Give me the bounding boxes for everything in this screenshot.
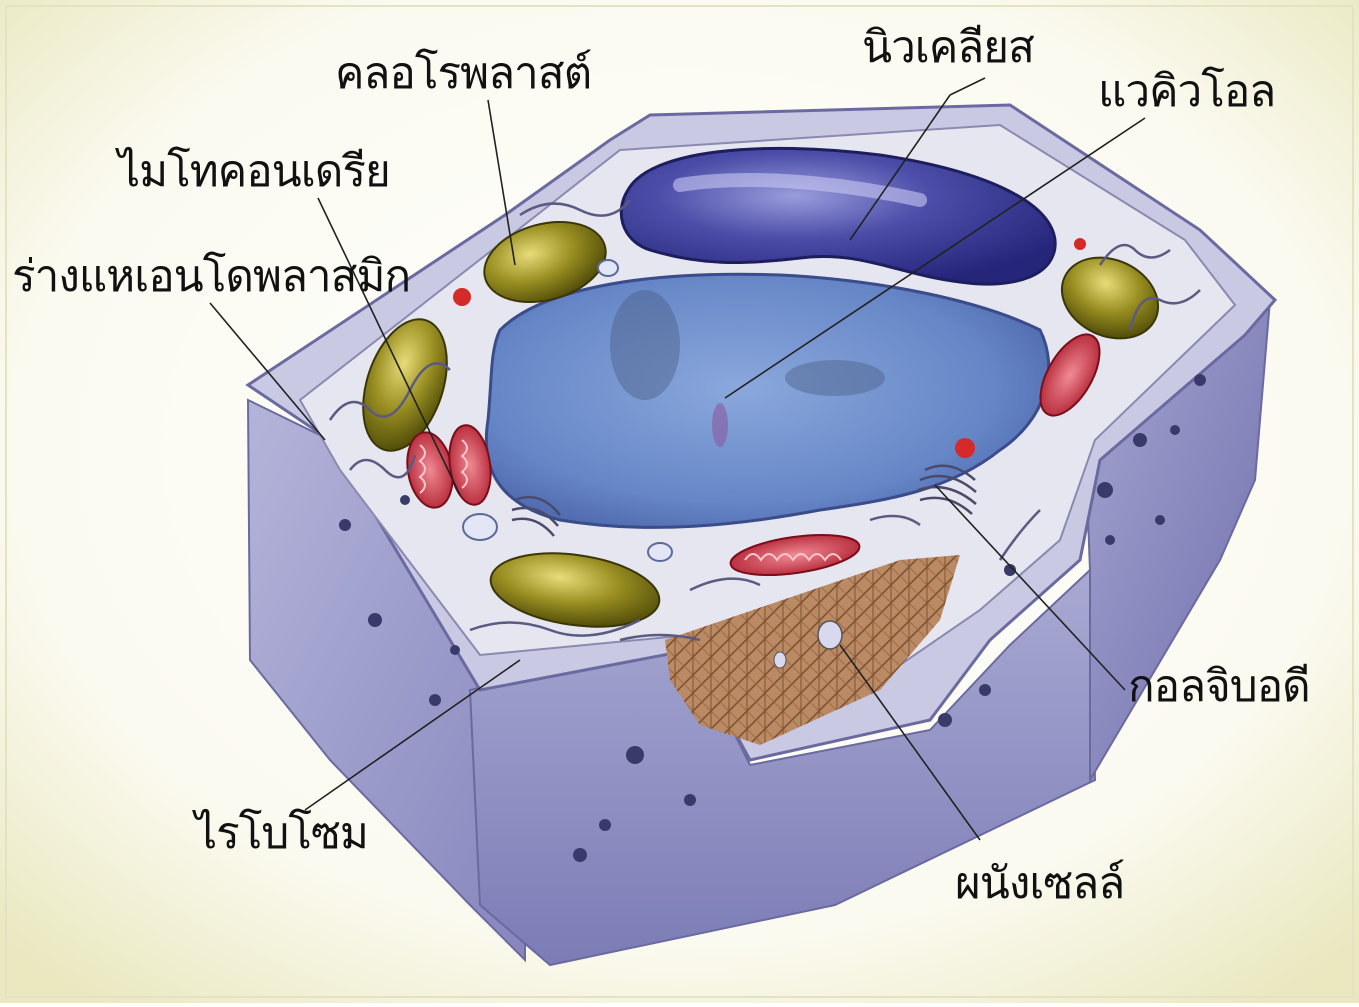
label-ribosome: ไรโบโซม [195,812,368,856]
label-nucleus: นิวเคลียส [862,26,1034,70]
label-vacuole: แวคิวโอล [1098,70,1275,114]
vacuole-shadow [712,403,728,447]
pit [818,621,842,649]
label-mitochondria: ไมโทคอนเดรีย [118,150,390,194]
label-chloroplast: คลอโรพลาสต์ [335,52,591,96]
label-endoplasmic-reticulum: ร่างแหเอนโดพลาสมิก [12,255,410,299]
label-golgi-body: กอลจิบอดี [1128,665,1310,709]
pit [774,652,786,668]
label-cell-wall: ผนังเซลล์ [955,862,1124,906]
vacuole-shadow [610,290,680,400]
vacuole-shadow [785,360,885,396]
